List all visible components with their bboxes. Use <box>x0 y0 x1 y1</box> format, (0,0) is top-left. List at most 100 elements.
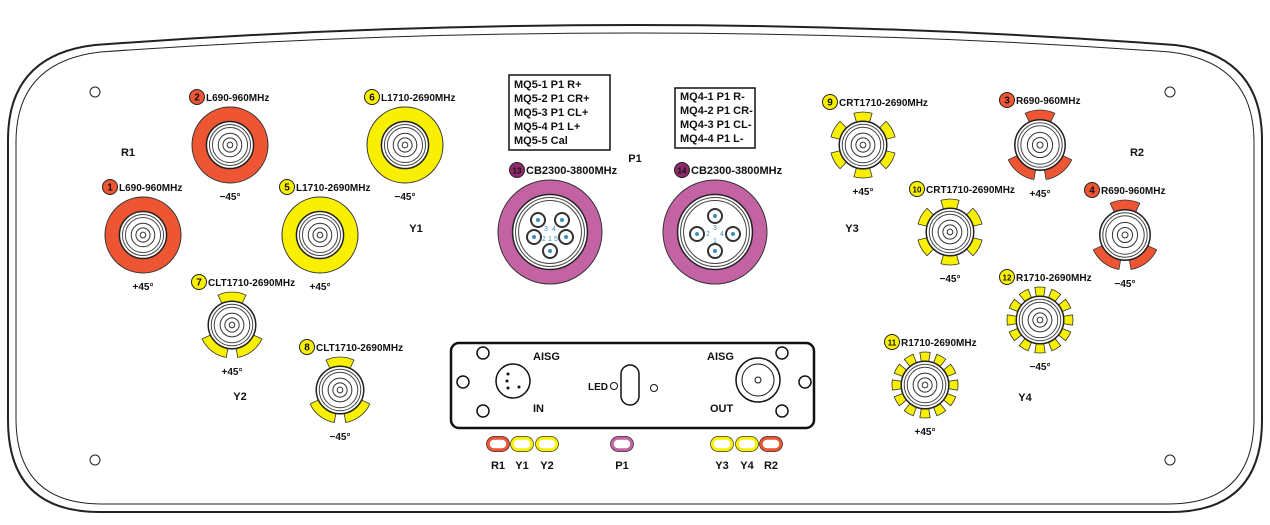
connector-number: 2 <box>194 93 200 104</box>
connector-body <box>205 120 255 170</box>
band-label: CRT1710-2690MHz <box>926 185 1015 196</box>
pin-number: 1 <box>713 238 717 245</box>
connector-body <box>315 365 365 415</box>
connector-3[interactable] <box>1007 109 1073 180</box>
connector-10-label: CRT1710-2690MHz 10 −45° <box>909 181 1015 285</box>
band-label: L690-960MHz <box>119 183 182 194</box>
band-label: CB2300-3800MHz <box>526 165 618 177</box>
connector-body <box>511 193 589 271</box>
polarization-label: −45° <box>220 192 241 203</box>
aisg-in-connector[interactable] <box>495 363 531 399</box>
connector-number: 12 <box>1003 274 1012 283</box>
connector-number-badge <box>191 274 207 290</box>
connector-6[interactable] <box>366 106 444 184</box>
legend-item-y3: Y3 <box>710 436 734 472</box>
group-label-y4: Y4 <box>1018 392 1032 404</box>
polarization-label: −45° <box>940 274 961 285</box>
connector-body <box>676 193 754 271</box>
band-label: CLT1710-2690MHz <box>208 278 295 289</box>
aisg-out-connector[interactable] <box>735 357 781 403</box>
connector-number-badge <box>674 162 690 178</box>
connector-12[interactable] <box>1006 286 1074 354</box>
connector-4[interactable] <box>1092 199 1158 270</box>
pin-number: 2 <box>542 236 546 243</box>
connector-8[interactable] <box>309 356 371 423</box>
band-label: R1710-2690MHz <box>1016 273 1092 284</box>
mounting-hole <box>89 454 101 466</box>
connector-7[interactable] <box>201 291 263 358</box>
connector-number: 6 <box>369 93 375 104</box>
pin-number: 4 <box>720 231 724 238</box>
legend-item-r2: R2 <box>759 436 783 472</box>
group-label-y3: Y3 <box>845 223 858 235</box>
band-label: R690-960MHz <box>1101 186 1165 197</box>
mq5-label-box: MQ5-1 P1 R+ MQ5-2 P1 CR+ MQ5-3 P1 CL+ MQ… <box>508 74 611 151</box>
connector-number-badge <box>822 94 838 110</box>
group-label-r2: R2 <box>1130 147 1144 159</box>
panel-inner-outline <box>15 32 1255 505</box>
connector-number-badge <box>999 269 1015 285</box>
connector-number-badge <box>1084 182 1100 198</box>
polarization-label: −45° <box>330 432 351 443</box>
connector-11[interactable] <box>891 351 959 419</box>
connector-number: 10 <box>913 186 922 195</box>
aisg-in-label: IN <box>533 403 544 415</box>
legend-item-p1: P1 <box>610 436 634 472</box>
connector-5[interactable] <box>281 196 359 274</box>
legend-item-y1: Y1 <box>510 436 534 472</box>
group-label-y1: Y1 <box>409 223 422 235</box>
polarization-label: +45° <box>1030 189 1051 200</box>
connector-body <box>295 210 345 260</box>
connector-number-badge <box>102 179 118 195</box>
led-window-icon <box>620 364 640 406</box>
mq4-label-box: MQ4-1 P1 R- MQ4-2 P1 CR- MQ4-3 P1 CL- MQ… <box>674 87 756 149</box>
pin-number: 3 <box>713 225 717 232</box>
band-label: CLT1710-2690MHz <box>316 343 403 354</box>
group-label-y2: Y2 <box>233 391 246 403</box>
legend-swatch <box>710 436 734 452</box>
connector-number: 9 <box>827 98 833 109</box>
connector-number-badge <box>189 89 205 105</box>
connector-body <box>207 300 257 350</box>
polarization-label: −45° <box>1115 279 1136 290</box>
connector-2[interactable] <box>191 106 269 184</box>
connector-body <box>118 210 168 260</box>
pin-number: 3 <box>544 226 548 233</box>
legend-label: R2 <box>764 460 778 472</box>
connector-10[interactable] <box>917 198 983 266</box>
mq4-line: MQ4-2 P1 CR- <box>680 105 753 117</box>
legend-swatch <box>759 436 783 452</box>
connector-body <box>900 360 950 410</box>
connector-number-badge <box>999 92 1015 108</box>
connector-number-badge <box>299 339 315 355</box>
group-label-p1: P1 <box>628 153 641 165</box>
led-indicator <box>610 382 618 390</box>
legend-label: Y3 <box>715 460 728 472</box>
legend-item-r1: R1 <box>486 436 510 472</box>
aisg-out-label: OUT <box>710 403 734 415</box>
aisg-in-title: AISG <box>533 351 560 363</box>
connector-number-badge <box>909 181 925 197</box>
connector-1[interactable] <box>104 196 182 274</box>
connector-9[interactable] <box>830 111 896 179</box>
band-label: CRT1710-2690MHz <box>839 98 928 109</box>
mq5-line: MQ5-2 P1 CR+ <box>514 93 590 105</box>
connector-number: 1 <box>107 183 113 194</box>
polarization-label: +45° <box>853 187 874 198</box>
mq5-line: MQ5-4 P1 L+ <box>514 121 580 133</box>
polarization-label: −45° <box>395 192 416 203</box>
connector-9-label: CRT1710-2690MHz 9 +45° <box>822 94 928 198</box>
group-label-r1: R1 <box>121 147 135 159</box>
